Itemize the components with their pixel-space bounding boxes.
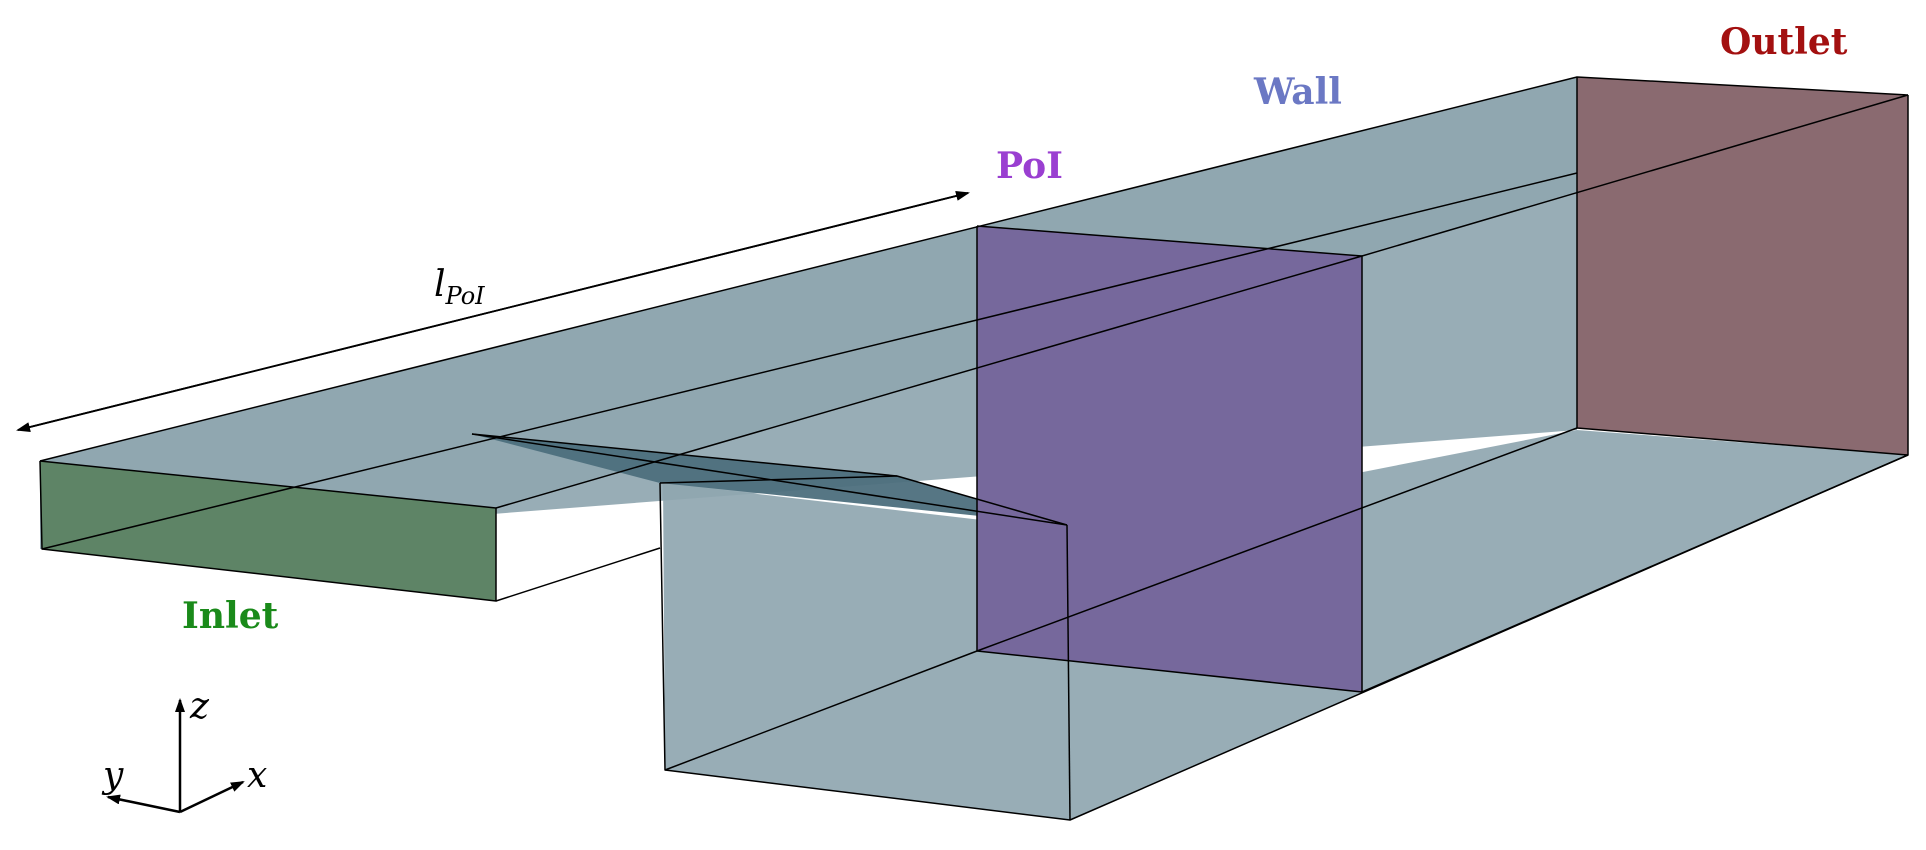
y-axis-arrow (106, 794, 181, 814)
poi-plane (977, 226, 1362, 692)
top-wall-face (40, 77, 1908, 508)
coordinate-axes: z x y (101, 686, 267, 814)
outlet-label: Outlet (1720, 21, 1848, 63)
z-axis-label: z (189, 686, 210, 727)
inlet-face (40, 461, 496, 601)
outlet-face (1577, 77, 1908, 455)
length-label: lPoI (434, 264, 485, 310)
wall-label: Wall (1253, 71, 1342, 113)
inlet-label: Inlet (182, 595, 279, 637)
poi-label: PoI (996, 145, 1063, 187)
y-axis-label: y (101, 755, 124, 796)
diagram-edges (39, 76, 1909, 821)
length-dimension-arrow-head (17, 191, 970, 431)
x-axis-label: x (247, 755, 267, 796)
x-axis-arrow (179, 780, 245, 814)
